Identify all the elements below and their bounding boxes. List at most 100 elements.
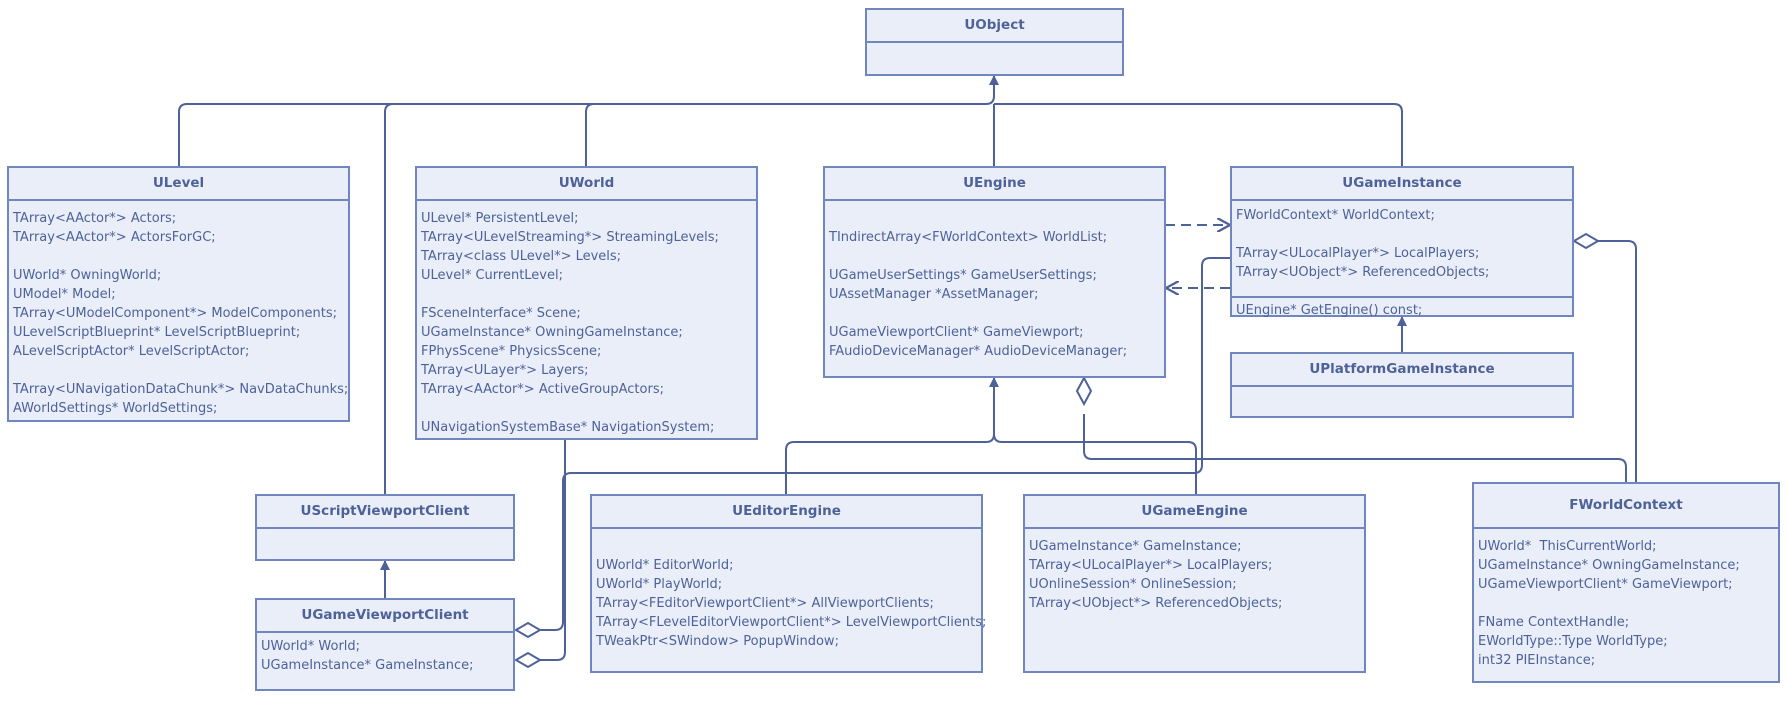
class-ulevel[interactable]: ULevel TArray<AActor*> Actors; TArray<AAc… [7,166,350,422]
member-line: UGameInstance* GameInstance; [1029,539,1242,554]
diamond-gvc-lower [514,651,542,669]
member-line: ULevelScriptBlueprint* LevelScriptBluepr… [13,325,301,340]
class-members: TIndirectArray<FWorldContext> WorldList;… [825,201,1164,361]
member-line: EWorldType::Type WorldType; [1478,634,1668,649]
aggregation-uengine-fworldcontext [1083,414,1627,482]
class-title: UEngine [825,168,1164,201]
member-line: UWorld* PlayWorld; [596,577,723,592]
class-members: FWorldContext* WorldContext; TArray<ULoca… [1232,201,1572,296]
class-members: UWorld* World;UGameInstance* GameInstanc… [257,633,513,675]
member-line: UNavigationSystemBase* NavigationSystem; [421,420,715,435]
inheritance-ueditorengine-uengine [785,377,999,494]
member-line: UGameViewportClient* GameViewport; [1478,577,1733,592]
member-line: TArray<ULocalPlayer*> LocalPlayers; [1236,246,1480,261]
class-members: UWorld* EditorWorld; UWorld* PlayWorld; TA… [592,529,987,651]
member-line [596,537,977,556]
class-ugameviewportclient[interactable]: UGameViewportClient UWorld* World;UGameI… [255,598,515,691]
class-uplatformgameinstance[interactable]: UPlatformGameInstance [1230,352,1574,418]
member-line [829,247,1160,266]
class-uworld[interactable]: UWorld ULevel* PersistentLevel; TArray<UL… [415,166,758,440]
class-operations: UEngine* GetEngine() const; [1232,296,1572,323]
class-title: UEditorEngine [592,496,981,529]
member-line: ULevel* PersistentLevel; [421,211,579,226]
member-line: TArray<AActor*> Actors; [13,211,177,226]
class-uengine[interactable]: UEngine TIndirectArray<FWorldContext> Wo… [823,166,1166,378]
member-line: ULevel* CurrentLevel; [421,268,563,283]
member-line: TArray<AActor*> ActiveGroupActors; [421,382,664,397]
member-line: TArray<ULevelStreaming*> StreamingLevels… [421,230,719,245]
member-line: TArray<UObject*> ReferencedObjects; [1236,265,1490,280]
member-line: UOnlineSession* OnlineSession; [1029,577,1237,592]
member-line [829,304,1160,323]
class-title: UGameInstance [1232,168,1572,201]
member-line: FWorldContext* WorldContext; [1236,208,1435,223]
member-line: FSceneInterface* Scene; [421,306,581,321]
class-ueditorengine[interactable]: UEditorEngine UWorld* EditorWorld;UWorld… [590,494,987,673]
member-line [13,247,344,266]
member-line [1236,225,1568,244]
member-line: ALevelScriptActor* LevelScriptActor; [13,344,250,359]
class-title: FWorldContext [1474,484,1778,529]
member-line: TArray<AActor*> ActorsForGC; [13,230,216,245]
member-line: TArray<UNavigationDataChunk*> NavDataChu… [13,382,349,397]
class-title: UGameEngine [1025,496,1364,529]
member-line: UWorld* EditorWorld; [596,558,734,573]
member-line: FAudioDeviceManager* AudioDeviceManager; [829,344,1128,359]
member-line: TArray<UModelComponent*> ModelComponents… [13,306,338,321]
operation-line: UEngine* GetEngine() const; [1236,303,1423,318]
aggregation-ugameinstance-fworldcontext [1598,240,1637,482]
class-fworldcontext[interactable]: FWorldContext UWorld* ThisCurrentWorld;U… [1472,482,1780,683]
member-line: FName ContextHandle; [1478,615,1630,630]
class-members [867,43,1122,51]
member-line: UGameViewportClient* GameViewport; [829,325,1084,340]
inheritance-uworld-uobject [585,103,595,166]
member-line: UWorld* ThisCurrentWorld; [1478,539,1657,554]
class-title: UObject [867,10,1122,43]
aggregation-ugameviewportclient-uworld [540,439,566,661]
member-line: TArray<ULocalPlayer*> LocalPlayers; [1029,558,1273,573]
member-line [421,285,752,304]
member-line: TArray<ULayer*> Layers; [421,363,589,378]
inheritance-uscriptviewportclient-uobject [384,103,394,494]
member-line [829,209,1160,228]
member-line: TArray<FLevelEditorViewportClient*> Leve… [596,615,987,630]
diamond-uengine [1075,375,1093,407]
class-ugameinstance[interactable]: UGameInstance FWorldContext* WorldContex… [1230,166,1574,318]
class-title: UScriptViewportClient [257,496,513,529]
member-line [421,399,752,418]
class-title: UPlatformGameInstance [1232,354,1572,387]
class-title: UWorld [417,168,756,201]
class-title: ULevel [9,168,348,201]
member-line: TArray<UObject*> ReferencedObjects; [1029,596,1283,611]
member-line: UGameInstance* OwningGameInstance; [421,325,683,340]
member-line: UGameInstance* OwningGameInstance; [1478,558,1740,573]
inheritance-ulevel-uobject [178,75,999,166]
class-members [1232,387,1572,395]
member-line: UModel* Model; [13,287,116,302]
class-members: UWorld* ThisCurrentWorld; UGameInstance* … [1474,529,1778,670]
member-line [13,361,344,380]
member-line: UGameInstance* GameInstance; [261,658,474,673]
member-line: TArray<class ULevel*> Levels; [421,249,622,264]
inheritance-ugameengine-uengine [993,433,1197,494]
class-uscriptviewportclient[interactable]: UScriptViewportClient [255,494,515,561]
class-title: UGameViewportClient [257,600,513,633]
member-line: UWorld* OwningWorld; [13,268,162,283]
class-members [257,529,513,537]
diamond-gvc-upper [514,621,542,639]
inheritance-ugameinstance-uobject [994,103,1403,166]
member-line: TWeakPtr<SWindow> PopupWindow; [596,634,839,649]
member-line: UAssetManager *AssetManager; [829,287,1039,302]
class-members: UGameInstance* GameInstance; TArray<ULoca… [1025,529,1364,613]
class-uobject[interactable]: UObject [865,8,1124,76]
member-line: TArray<FEditorViewportClient*> AllViewpo… [596,596,934,611]
member-line: TIndirectArray<FWorldContext> WorldList; [829,230,1108,245]
member-line: FPhysScene* PhysicsScene; [421,344,602,359]
member-line: int32 PIEInstance; [1478,653,1596,668]
class-members: ULevel* PersistentLevel; TArray<ULevelStr… [417,201,756,437]
class-ugameengine[interactable]: UGameEngine UGameInstance* GameInstance;… [1023,494,1366,673]
aggregation-ugameviewportclient-ugameinstance [540,257,1230,631]
member-line: UGameUserSettings* GameUserSettings; [829,268,1097,283]
member-line [1478,594,1774,613]
